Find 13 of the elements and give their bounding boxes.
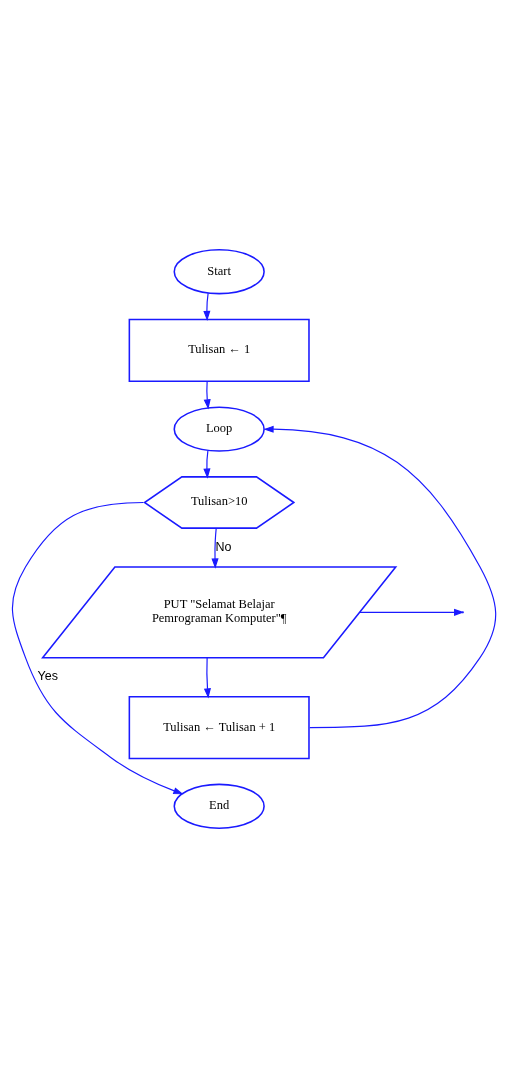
node-box: Tulisan ← 1 xyxy=(128,318,310,382)
edge-label: No xyxy=(214,539,231,554)
node-ellipse: Loop xyxy=(173,405,265,452)
arrow xyxy=(262,425,496,728)
arrow xyxy=(202,292,210,321)
node-ellipse: Start xyxy=(173,248,265,294)
arrow xyxy=(203,380,211,409)
arrow xyxy=(203,656,211,698)
edge-label: Yes xyxy=(37,668,58,683)
arrow xyxy=(210,527,219,569)
arrow xyxy=(202,449,210,479)
arrow xyxy=(11,501,183,794)
node-box: Tulisan ← Tulisan + 1 xyxy=(128,695,310,759)
